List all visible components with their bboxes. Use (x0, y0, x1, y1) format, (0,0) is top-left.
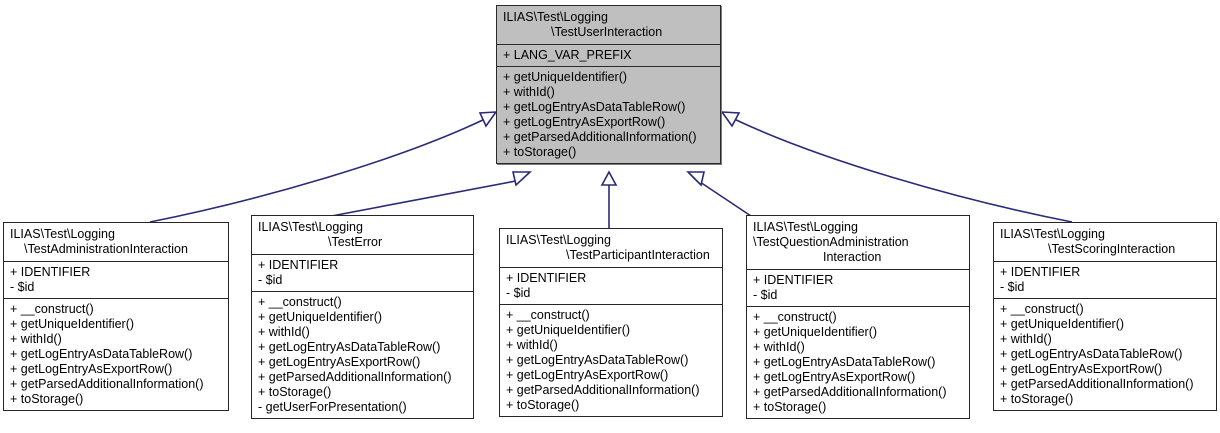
class-member: + toStorage() (10, 392, 84, 406)
class-member: + getLogEntryAsDataTableRow() (506, 353, 689, 367)
class-box-test-user-interaction[interactable]: ILIAS\Test\Logging \TestUserInteraction … (496, 5, 721, 164)
class-title-line: ILIAS\Test\Logging (503, 10, 608, 24)
class-member: + withId() (506, 338, 558, 352)
class-attributes-test-question-administration-interaction: + IDENTIFIER - $id (747, 269, 969, 306)
class-title-line: \TestError (328, 235, 383, 249)
class-title-test-participant-interaction: ILIAS\Test\Logging \TestParticipantInter… (500, 229, 722, 267)
class-title-line: ILIAS\Test\Logging (258, 220, 363, 234)
class-member: + IDENTIFIER (753, 273, 834, 287)
class-member: + IDENTIFIER (506, 271, 587, 285)
class-member: - $id (10, 280, 35, 294)
class-member: + getParsedAdditionalInformation() (258, 370, 452, 384)
arrowhead-administration-interaction (478, 111, 498, 128)
class-member: + __construct() (10, 302, 94, 316)
class-member: + getLogEntryAsExportRow() (503, 115, 666, 129)
class-title-line: ILIAS\Test\Logging (753, 220, 858, 234)
class-box-test-administration-interaction[interactable]: ILIAS\Test\Logging \TestAdministrationIn… (3, 222, 229, 411)
class-member: + withId() (503, 85, 555, 99)
class-member: - $id (506, 286, 531, 300)
class-methods-test-participant-interaction: + __construct() + getUniqueIdentifier() … (500, 304, 722, 416)
arrowhead-participant-interaction (600, 170, 618, 186)
class-member: + __construct() (258, 295, 342, 309)
class-title-test-user-interaction: ILIAS\Test\Logging \TestUserInteraction (497, 6, 720, 44)
class-member: + withId() (10, 332, 62, 346)
class-title-line: \TestParticipantInteraction (566, 248, 710, 262)
class-box-test-error[interactable]: ILIAS\Test\Logging \TestError + IDENTIFI… (251, 215, 474, 419)
class-title-line: \TestUserInteraction (551, 25, 663, 39)
class-attributes-test-error: + IDENTIFIER - $id (252, 254, 473, 291)
class-member: + toStorage() (1000, 392, 1074, 406)
class-member: + getLogEntryAsDataTableRow() (753, 355, 936, 369)
class-methods-test-administration-interaction: + __construct() + getUniqueIdentifier() … (4, 298, 228, 410)
class-member: + getUniqueIdentifier() (506, 323, 631, 337)
class-member: + toStorage() (503, 145, 577, 159)
class-member: + getParsedAdditionalInformation() (506, 383, 700, 397)
class-member: + IDENTIFIER (1000, 265, 1081, 279)
class-title-test-scoring-interaction: ILIAS\Test\Logging \TestScoringInteracti… (994, 223, 1216, 261)
class-member: + withId() (258, 325, 310, 339)
arrowhead-test-error (511, 171, 533, 187)
class-methods-test-scoring-interaction: + __construct() + getUniqueIdentifier() … (994, 298, 1216, 410)
class-attributes-test-administration-interaction: + IDENTIFIER - $id (4, 261, 228, 298)
class-member: + getUniqueIdentifier() (258, 310, 383, 324)
arrowhead-question-administration-interaction (686, 171, 706, 187)
class-title-test-error: ILIAS\Test\Logging \TestError (252, 216, 473, 254)
class-title-line: ILIAS\Test\Logging (506, 233, 611, 247)
class-box-test-scoring-interaction[interactable]: ILIAS\Test\Logging \TestScoringInteracti… (993, 222, 1217, 411)
class-member: + getLogEntryAsExportRow() (10, 362, 173, 376)
class-member: + getLogEntryAsDataTableRow() (258, 340, 441, 354)
class-title-line: ILIAS\Test\Logging (1000, 227, 1105, 241)
class-member: + getLogEntryAsDataTableRow() (503, 100, 686, 114)
class-title-line: \TestQuestionAdministration (753, 235, 909, 249)
class-attributes-test-scoring-interaction: + IDENTIFIER - $id (994, 261, 1216, 298)
class-box-test-question-administration-interaction[interactable]: ILIAS\Test\Logging \TestQuestionAdminist… (746, 215, 970, 419)
class-title-test-administration-interaction: ILIAS\Test\Logging \TestAdministrationIn… (4, 223, 228, 261)
class-methods-test-error: + __construct() + getUniqueIdentifier() … (252, 291, 473, 418)
class-title-line: \TestAdministrationInteraction (24, 242, 188, 256)
class-title-line: Interaction (823, 250, 882, 264)
class-member: + withId() (1000, 332, 1052, 346)
arrowhead-scoring-interaction (720, 111, 741, 128)
class-methods-test-user-interaction: + getUniqueIdentifier() + withId() + get… (497, 66, 720, 163)
class-member: + getLogEntryAsDataTableRow() (10, 347, 193, 361)
class-constants-test-user-interaction: + LANG_VAR_PREFIX (497, 44, 720, 66)
class-member: + getLogEntryAsExportRow() (1000, 362, 1163, 376)
class-member: + getLogEntryAsExportRow() (506, 368, 669, 382)
class-member: - getUserForPresentation() (258, 400, 407, 414)
class-member: + __construct() (753, 310, 837, 324)
class-title-line: \TestScoringInteraction (1048, 242, 1176, 256)
class-member: - $id (753, 288, 778, 302)
class-member: + getUniqueIdentifier() (1000, 317, 1125, 331)
class-member: + IDENTIFIER (258, 258, 339, 272)
class-member: + LANG_VAR_PREFIX (503, 48, 632, 62)
class-member: + __construct() (506, 308, 590, 322)
class-member: - $id (258, 273, 283, 287)
class-attributes-test-participant-interaction: + IDENTIFIER - $id (500, 267, 722, 304)
class-member: + IDENTIFIER (10, 265, 91, 279)
class-member: + getUniqueIdentifier() (503, 70, 628, 84)
class-member: + getParsedAdditionalInformation() (1000, 377, 1194, 391)
class-title-line: ILIAS\Test\Logging (10, 227, 115, 241)
class-member: + getLogEntryAsDataTableRow() (1000, 347, 1183, 361)
class-member: + toStorage() (258, 385, 332, 399)
class-member: + __construct() (1000, 302, 1084, 316)
edge-scoring-interaction (731, 117, 1073, 223)
class-member: + getUniqueIdentifier() (753, 325, 878, 339)
class-box-test-participant-interaction[interactable]: ILIAS\Test\Logging \TestParticipantInter… (499, 228, 723, 417)
class-member: + toStorage() (506, 398, 580, 412)
class-member: + getParsedAdditionalInformation() (503, 130, 697, 144)
class-member: + getLogEntryAsExportRow() (258, 355, 421, 369)
edge-administration-interaction (149, 117, 488, 223)
class-member: + getParsedAdditionalInformation() (753, 385, 947, 399)
class-methods-test-question-administration-interaction: + __construct() + getUniqueIdentifier() … (747, 306, 969, 418)
class-member: + toStorage() (753, 400, 827, 414)
class-member: + getLogEntryAsExportRow() (753, 370, 916, 384)
class-title-test-question-administration-interaction: ILIAS\Test\Logging \TestQuestionAdminist… (747, 216, 969, 269)
class-member: + withId() (753, 340, 805, 354)
class-member: - $id (1000, 280, 1025, 294)
class-member: + getUniqueIdentifier() (10, 317, 135, 331)
class-member: + getParsedAdditionalInformation() (10, 377, 204, 391)
